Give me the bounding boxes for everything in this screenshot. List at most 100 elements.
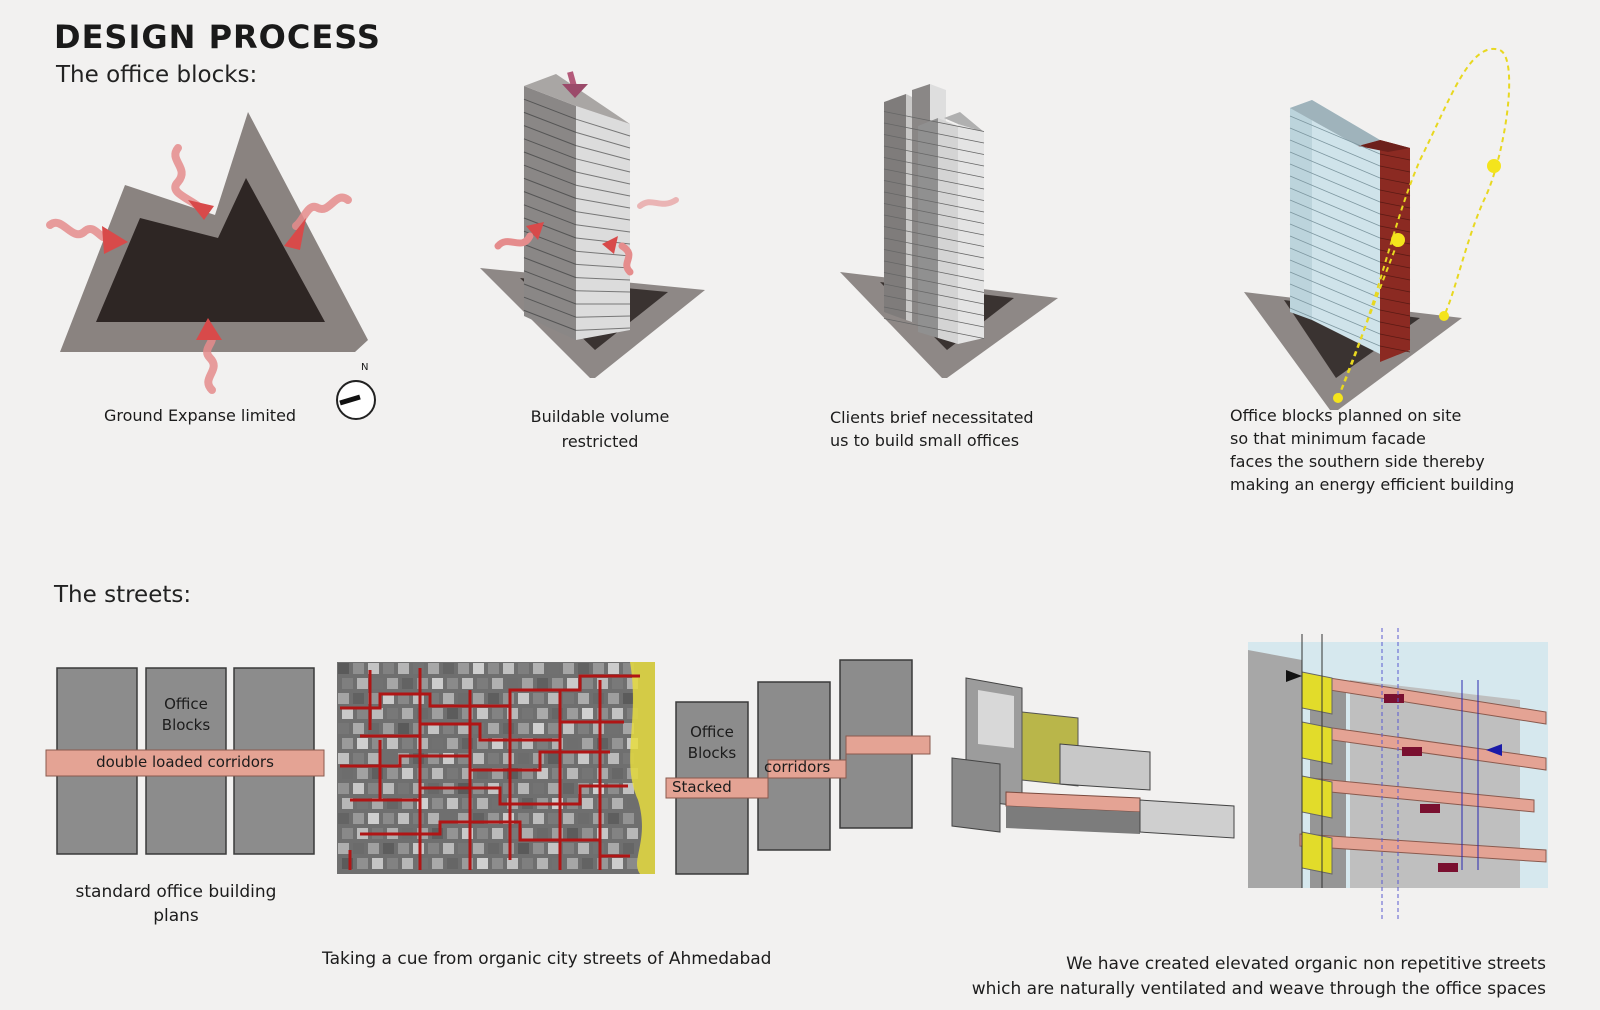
map-block [522, 828, 533, 839]
map-block [567, 828, 578, 839]
map-block [398, 813, 409, 824]
direction-arrow-left [1286, 670, 1302, 682]
floor-line [883, 272, 985, 293]
floor-line [883, 168, 985, 190]
map-block [492, 828, 503, 839]
map-block [623, 843, 634, 854]
map-block [428, 723, 439, 734]
map-block [537, 738, 548, 749]
floor-line [523, 111, 577, 133]
map-block [387, 678, 398, 689]
map-block [623, 783, 634, 794]
map-block [443, 723, 454, 734]
map-block [623, 813, 634, 824]
map-block [458, 843, 469, 854]
floor-line [575, 131, 631, 149]
street-node [1402, 747, 1422, 756]
map-block [432, 768, 443, 779]
map-block [522, 768, 533, 779]
wind-arrow-east [292, 193, 352, 230]
map-block [548, 783, 559, 794]
sun-path [1337, 47, 1511, 399]
floor-line [523, 283, 577, 305]
floor-line [883, 180, 985, 201]
map-block [612, 678, 623, 689]
map-block [578, 843, 589, 854]
restriction-arrow-right [618, 242, 634, 276]
map-block [447, 798, 458, 809]
floor-line [1289, 223, 1381, 263]
wind-arrow-north [171, 144, 202, 210]
wind-arrowhead-north [188, 200, 214, 220]
map-block [608, 693, 619, 704]
map-block [338, 843, 349, 854]
map-block [582, 768, 593, 779]
map-block [518, 843, 529, 854]
map-block [608, 843, 619, 854]
map-block [488, 843, 499, 854]
map-block [398, 753, 409, 764]
floor-line [883, 214, 985, 236]
map-block [507, 708, 518, 719]
map-block [612, 738, 623, 749]
map-block [368, 783, 379, 794]
map-block [447, 738, 458, 749]
map-block [537, 828, 548, 839]
floor-line [883, 157, 985, 178]
floor-line [575, 118, 631, 137]
map-block [387, 858, 398, 869]
map-block [507, 678, 518, 689]
map-block [597, 768, 608, 779]
map-block [548, 723, 559, 734]
map-block [507, 858, 518, 869]
map-block [368, 693, 379, 704]
map-block [492, 768, 503, 779]
floor-line [1379, 177, 1411, 185]
floor-line [883, 203, 985, 224]
map-block [383, 753, 394, 764]
map-block [432, 798, 443, 809]
map-block [567, 708, 578, 719]
floor-line [523, 296, 577, 318]
map-block [372, 738, 383, 749]
map-block [623, 663, 634, 674]
caption-buildable-volume: Buildable volume restricted [530, 407, 670, 451]
floor-line [1379, 261, 1411, 269]
map-block [342, 738, 353, 749]
wind-arrow-south [203, 330, 218, 394]
map-block [357, 738, 368, 749]
map-block [563, 693, 574, 704]
floor-line [575, 290, 631, 293]
floor-line [1379, 249, 1411, 257]
street-node [1420, 804, 1440, 813]
map-block [402, 768, 413, 779]
tower-floor-lines [523, 98, 631, 331]
floor-line [575, 145, 631, 161]
map-block [428, 813, 439, 824]
map-block [552, 858, 563, 869]
map-block [552, 828, 563, 839]
map-block [492, 708, 503, 719]
floor-line [883, 260, 985, 282]
stacked-corridor [665, 735, 931, 799]
map-block [623, 753, 634, 764]
map-block [552, 708, 563, 719]
map-block [597, 738, 608, 749]
tower-right-face [576, 106, 630, 340]
floor-line [1289, 259, 1381, 299]
map-block [368, 663, 379, 674]
map-block [522, 708, 533, 719]
label-stacked: Stacked [672, 778, 732, 796]
floor-line [575, 211, 631, 221]
floor-line [523, 98, 577, 120]
map-block [533, 783, 544, 794]
floor-line [523, 309, 577, 331]
caption-elevated-streets: We have created elevated organic non rep… [971, 954, 1546, 999]
map-block [353, 693, 364, 704]
map-block [582, 678, 593, 689]
floor-line [523, 138, 577, 160]
map-block [597, 708, 608, 719]
map-block [548, 693, 559, 704]
map-block [563, 663, 574, 674]
map-block [458, 693, 469, 704]
